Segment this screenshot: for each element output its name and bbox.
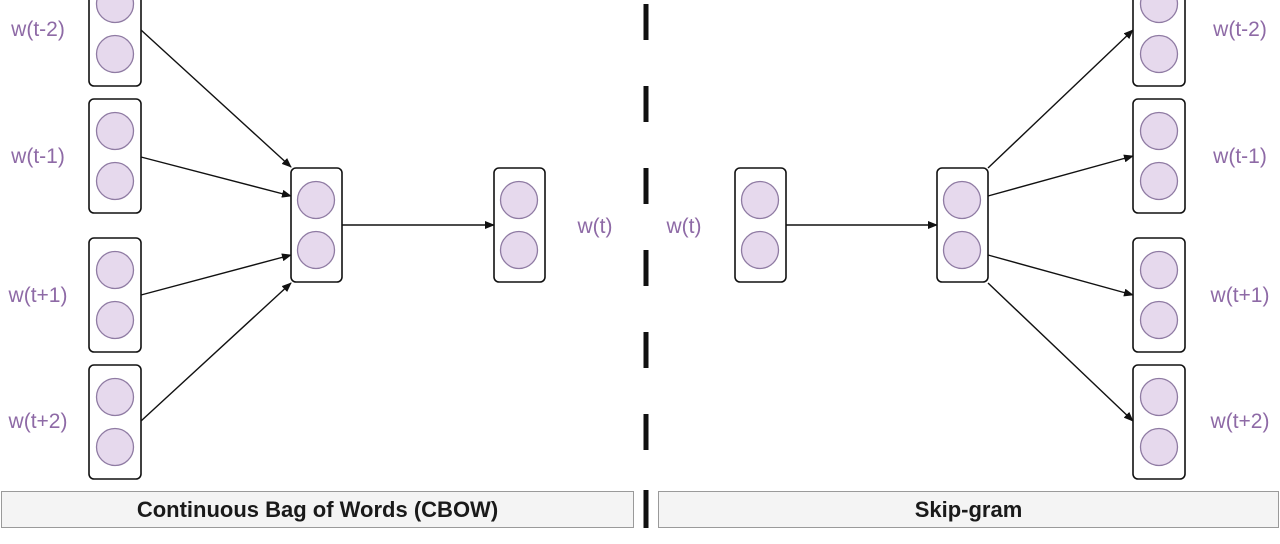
skipgram-arrow-output-2 xyxy=(987,254,1134,297)
skipgram-arrow-output-3 xyxy=(987,282,1134,422)
neuron-node xyxy=(95,377,135,417)
skipgram-output-vector xyxy=(1132,98,1186,214)
cbow-output-label: w(t) xyxy=(577,215,613,238)
cbow-input-vector xyxy=(88,364,142,480)
neuron-node xyxy=(740,230,780,270)
skipgram-caption: Skip-gram xyxy=(658,491,1279,528)
skipgram-output-vector xyxy=(1132,0,1186,87)
neuron-node xyxy=(95,161,135,201)
cbow-arrow-input-2 xyxy=(140,253,292,296)
neuron-node xyxy=(499,230,539,270)
neuron-node xyxy=(95,111,135,151)
neuron-node xyxy=(95,0,135,24)
neuron-node xyxy=(1139,250,1179,290)
skipgram-arrow-output-1 xyxy=(987,154,1134,197)
cbow-arrow-input-3 xyxy=(140,282,292,422)
neuron-node xyxy=(1139,300,1179,340)
skipgram-arrow-output-0 xyxy=(987,29,1134,169)
neuron-node xyxy=(942,180,982,220)
neuron-node xyxy=(1139,34,1179,74)
cbow-arrow-input-0 xyxy=(140,29,292,168)
cbow-input-label: w(t+2) xyxy=(8,410,68,433)
neuron-node xyxy=(1139,427,1179,467)
neuron-node xyxy=(942,230,982,270)
neuron-node xyxy=(1139,111,1179,151)
cbow-input-vector xyxy=(88,98,142,214)
neuron-node xyxy=(740,180,780,220)
skipgram-hidden-vector xyxy=(936,167,989,283)
skipgram-input-vector xyxy=(734,167,787,283)
cbow-input-label: w(t-2) xyxy=(10,18,65,41)
cbow-input-vector xyxy=(88,237,142,353)
skipgram-output-label: w(t-1) xyxy=(1212,145,1267,168)
skipgram-output-vector xyxy=(1132,364,1186,480)
neuron-node xyxy=(95,427,135,467)
neuron-node xyxy=(499,180,539,220)
cbow-arrow-input-1 xyxy=(140,156,292,198)
cbow-input-label: w(t-1) xyxy=(10,145,65,168)
skipgram-output-label: w(t+1) xyxy=(1210,284,1270,307)
cbow-input-label: w(t+1) xyxy=(8,284,68,307)
cbow-input-vector xyxy=(88,0,142,87)
neuron-node xyxy=(296,180,336,220)
neuron-node xyxy=(1139,161,1179,201)
skipgram-input-label: w(t) xyxy=(666,215,702,238)
neuron-node xyxy=(1139,377,1179,417)
skipgram-output-vector xyxy=(1132,237,1186,353)
neuron-node xyxy=(95,250,135,290)
cbow-caption: Continuous Bag of Words (CBOW) xyxy=(1,491,634,528)
neuron-node xyxy=(296,230,336,270)
skipgram-output-label: w(t+2) xyxy=(1210,410,1270,433)
neuron-node xyxy=(95,300,135,340)
cbow-hidden-vector xyxy=(290,167,343,283)
neuron-node xyxy=(1139,0,1179,24)
cbow-output-vector xyxy=(493,167,546,283)
skipgram-output-label: w(t-2) xyxy=(1212,18,1267,41)
neuron-node xyxy=(95,34,135,74)
